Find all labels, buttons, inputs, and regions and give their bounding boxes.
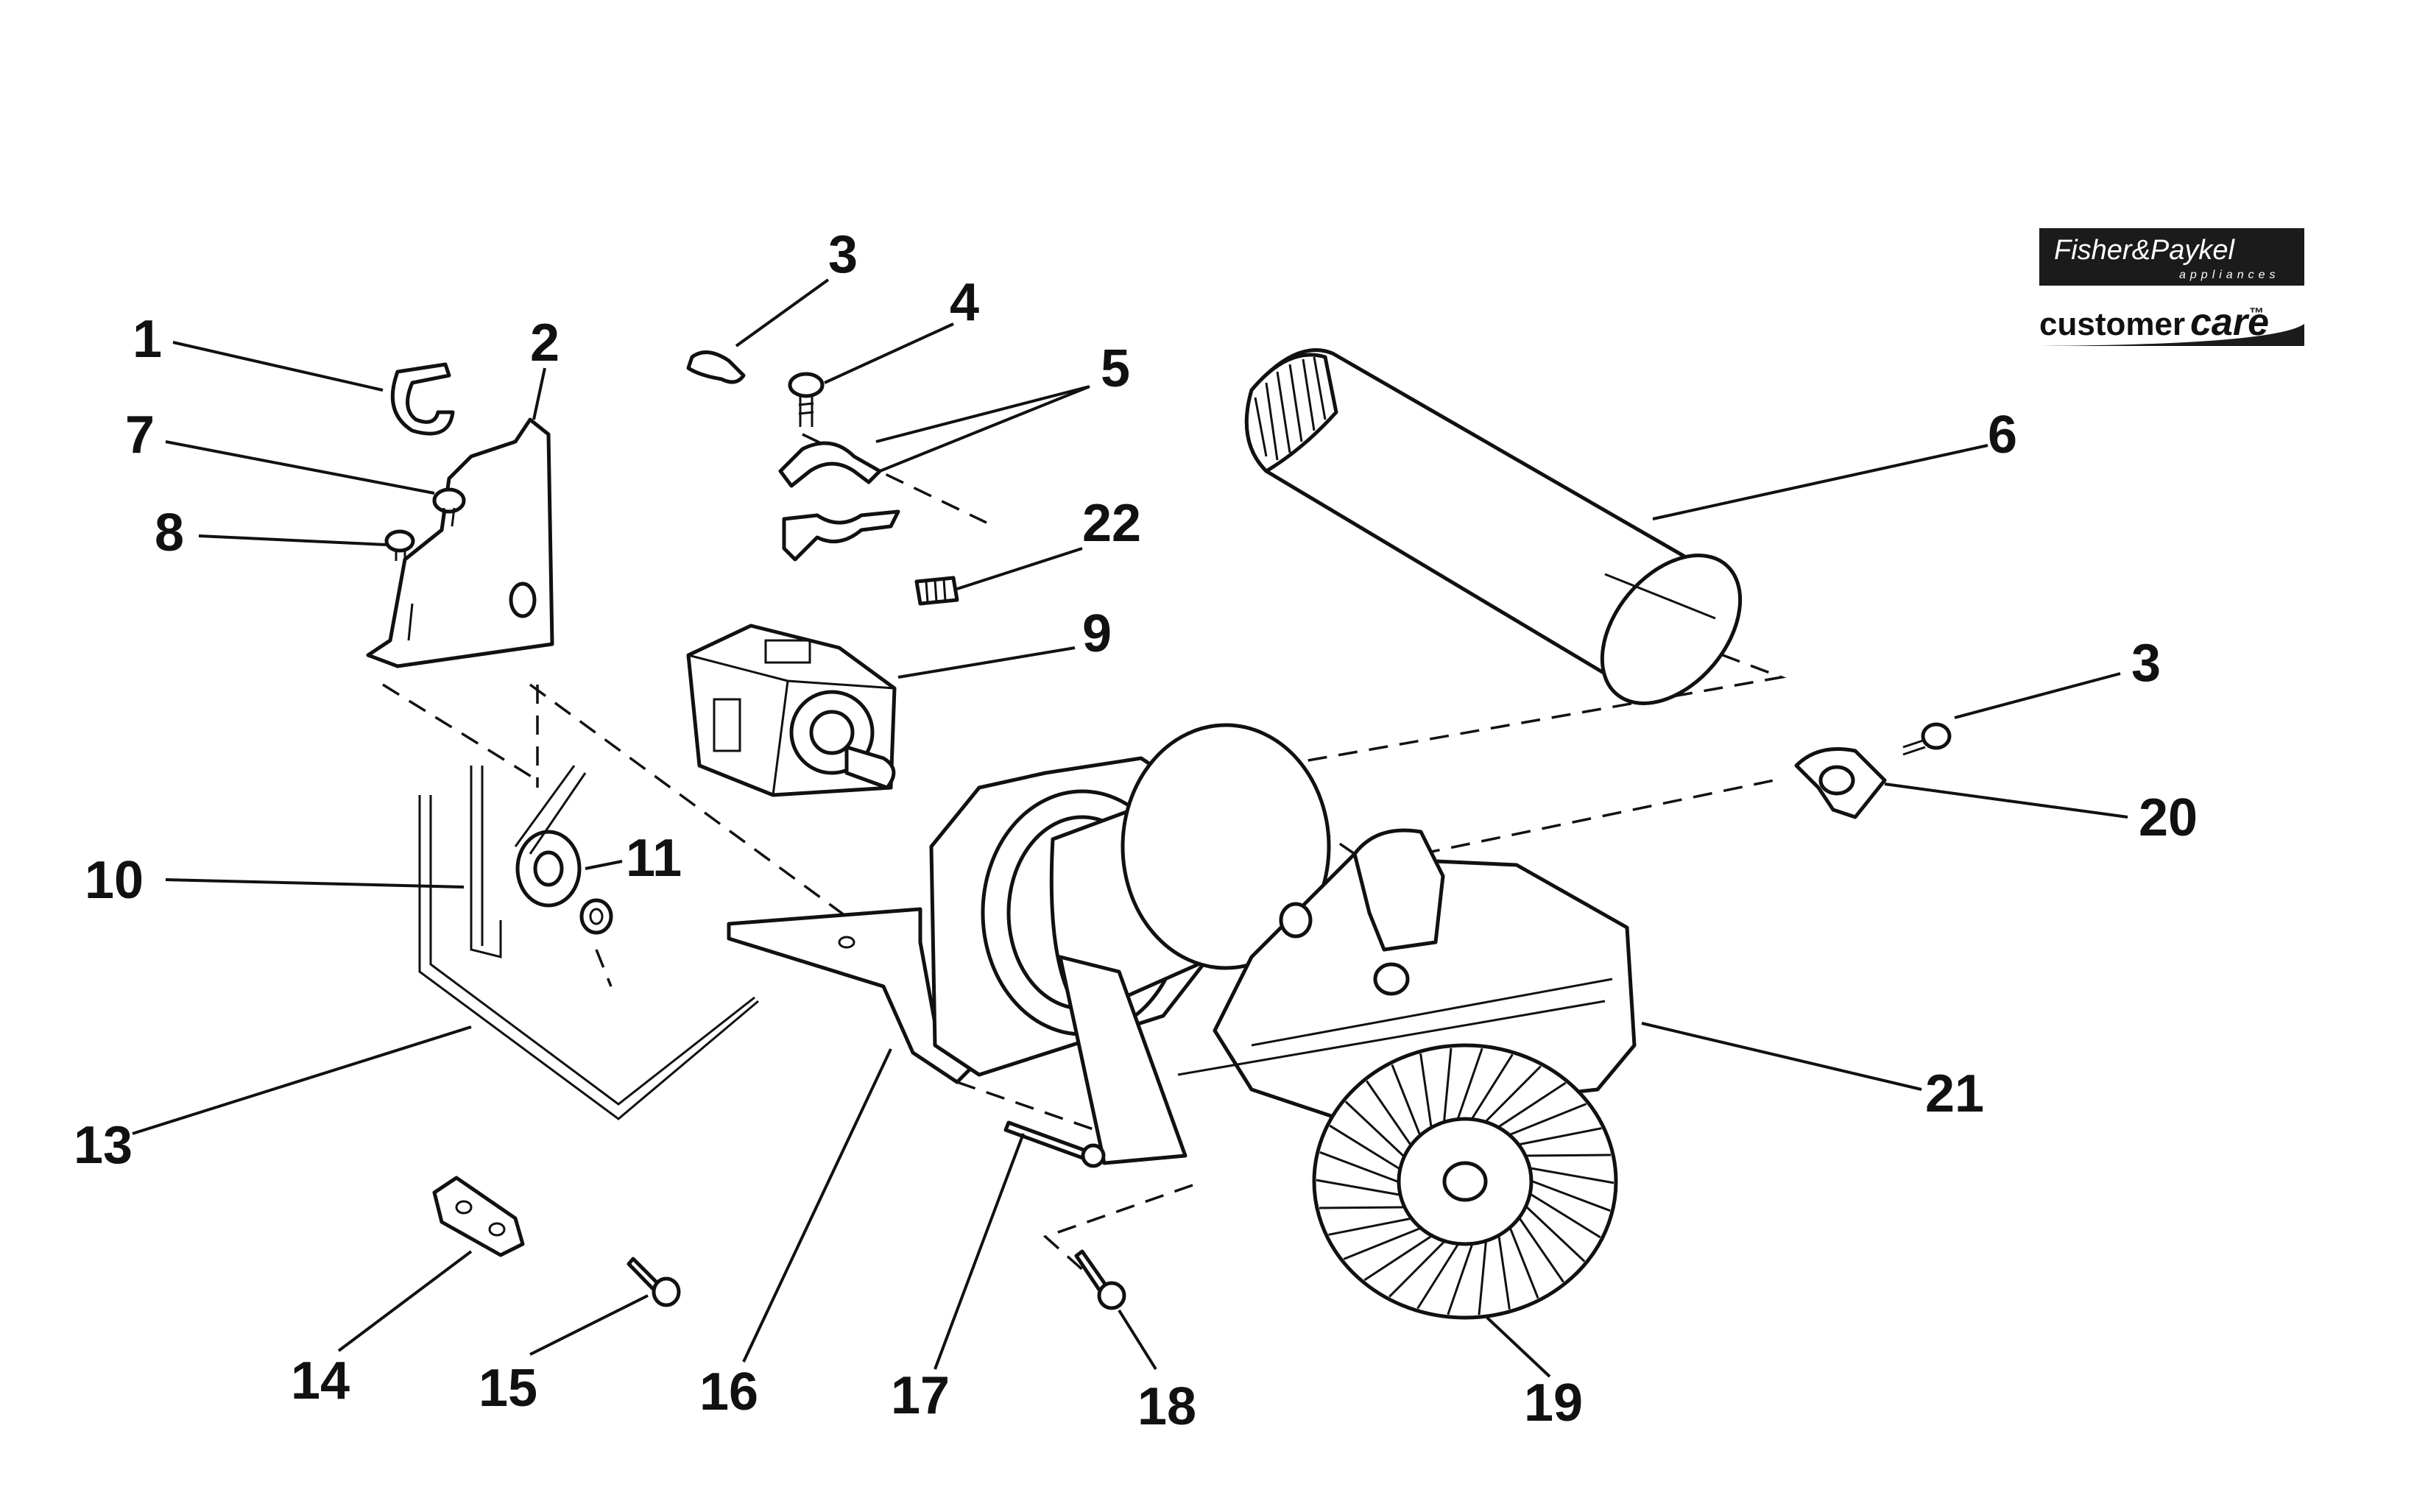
wheel-blade <box>1520 1127 1602 1145</box>
wheel-blade <box>1419 1053 1433 1127</box>
wheel-blade <box>1509 1228 1539 1299</box>
wheel-blade <box>1343 1227 1420 1260</box>
part-11-pulley <box>514 765 613 935</box>
part-15-screw <box>627 1257 681 1307</box>
part-8-screw <box>384 529 415 561</box>
part-4-screw <box>788 372 825 427</box>
part-18-screw <box>1074 1249 1126 1310</box>
part-17-bolt <box>1003 1120 1106 1168</box>
customer-care-text: customer <box>2039 306 2185 342</box>
wheel-blade <box>1366 1080 1411 1145</box>
customer-care-tm: ™ <box>2249 305 2264 322</box>
callout-19: 19 <box>1524 1374 1583 1432</box>
wheel-blade <box>1328 1218 1411 1236</box>
callout-labels: 1 2 3 4 5 6 7 8 22 9 3 20 10 11 13 21 14… <box>74 225 2198 1436</box>
callout-1: 1 <box>133 310 162 369</box>
callout-9: 9 <box>1082 604 1112 663</box>
care-swoosh <box>2039 324 2304 346</box>
part-3-knob <box>686 350 746 384</box>
part-16-base <box>727 907 974 1084</box>
wheel-blade <box>1519 1218 1564 1283</box>
part-19-blower-wheel <box>1312 1043 1618 1320</box>
callout-15: 15 <box>479 1359 537 1418</box>
wheel-blade <box>1447 1244 1474 1315</box>
wheel-blade <box>1531 1193 1601 1239</box>
wheel-blade <box>1510 1103 1587 1136</box>
callout-21: 21 <box>1925 1064 1984 1123</box>
part-9-timer <box>686 623 897 797</box>
brand-logo-box <box>2039 228 2304 286</box>
wheel-blade <box>1485 1065 1542 1123</box>
callout-3-top: 3 <box>828 225 858 284</box>
callout-22: 22 <box>1082 494 1141 553</box>
wheel-blade <box>1497 1236 1511 1310</box>
wheel-blade <box>1416 1243 1459 1310</box>
wheel-blade <box>1388 1240 1445 1298</box>
part-blower-housing <box>929 723 1331 1165</box>
wheel-blade <box>1471 1053 1514 1120</box>
callout-8: 8 <box>155 504 184 562</box>
wheel-blade <box>1329 1124 1400 1170</box>
part-1-clip <box>390 362 455 436</box>
brand-logo: Fisher&Paykel appliances customer care ™ <box>2039 228 2304 346</box>
callout-4: 4 <box>950 273 979 332</box>
callout-18: 18 <box>1137 1377 1196 1436</box>
part-3-screw-right <box>1902 722 1952 756</box>
wheel-blade <box>1319 1151 1398 1183</box>
part-6-duct <box>1244 348 1743 705</box>
wheel-blade <box>1316 1179 1400 1196</box>
part-14-switch <box>432 1176 525 1257</box>
callout-11: 11 <box>626 829 682 888</box>
callout-13: 13 <box>74 1116 133 1175</box>
wheel-blade <box>1526 1154 1612 1157</box>
wheel-blade <box>1443 1048 1453 1122</box>
leader-lines <box>132 278 2128 1378</box>
callout-20: 20 <box>2139 788 2198 847</box>
callout-10: 10 <box>85 851 144 910</box>
wheel-blade <box>1525 1206 1586 1262</box>
wheel-blades <box>1316 1048 1614 1315</box>
part-5-clamps <box>778 441 900 562</box>
part-22-connector <box>914 576 959 606</box>
wheel-blade <box>1456 1048 1483 1119</box>
wheel-blade <box>1532 1180 1611 1212</box>
part-10-frame <box>418 766 759 1120</box>
callout-16: 16 <box>699 1363 758 1421</box>
wheel-blade <box>1344 1101 1405 1157</box>
part-21-scroll <box>1177 828 1637 1121</box>
wheel-blade <box>1391 1064 1421 1135</box>
callout-14: 14 <box>291 1352 350 1410</box>
part-20-bracket <box>1794 747 1887 819</box>
callout-7: 7 <box>125 406 155 464</box>
callout-6: 6 <box>1988 406 2017 464</box>
wheel-blade <box>1531 1167 1614 1184</box>
wheel-blade <box>1319 1206 1404 1209</box>
wheel-blade <box>1478 1241 1487 1315</box>
part-7-screw <box>432 487 466 527</box>
wheel-blade <box>1363 1235 1432 1282</box>
callout-17: 17 <box>891 1366 950 1425</box>
brand-sub: appliances <box>2179 269 2280 281</box>
callout-2: 2 <box>530 314 560 372</box>
wheel-blade <box>1498 1081 1567 1128</box>
callout-3-right: 3 <box>2131 634 2161 693</box>
brand-name: Fisher&Paykel <box>2054 235 2236 266</box>
callout-5: 5 <box>1101 339 1130 398</box>
